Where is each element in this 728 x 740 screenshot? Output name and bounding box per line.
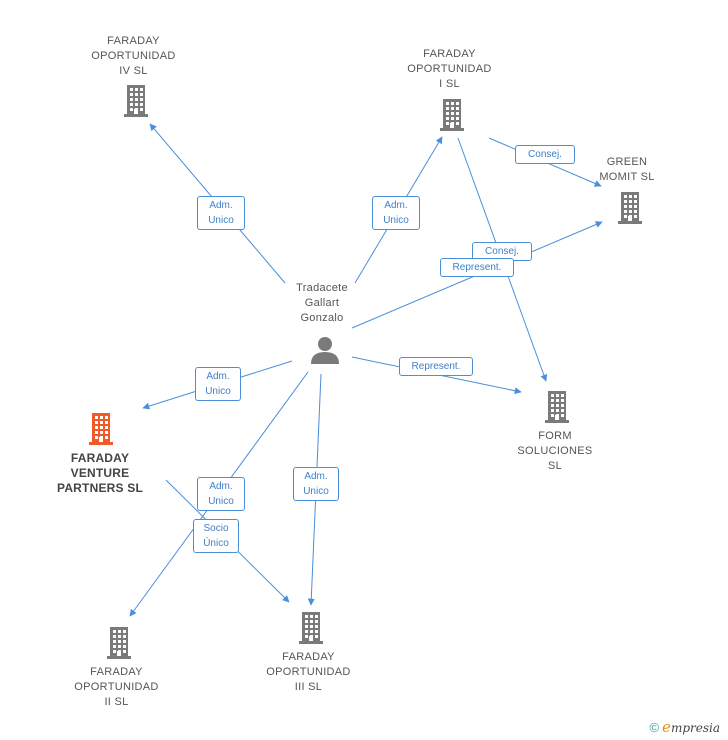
copyright-symbol: © <box>649 720 660 735</box>
building-icon-faraday-oportunidad-iv[interactable] <box>124 85 148 117</box>
building-icon-faraday-oportunidad-i[interactable] <box>440 99 464 131</box>
edge-label-adm-unico-fo4[interactable]: Adm. Unico <box>197 196 245 230</box>
node-label-form-soluciones[interactable]: FORM SOLUCIONES SL <box>517 430 593 472</box>
building-icon-faraday-venture-partners[interactable] <box>89 413 113 445</box>
edge-label-consej-fo1-green[interactable]: Consej. <box>515 145 575 164</box>
footer-brand: ©empresia <box>649 718 720 736</box>
building-icon-faraday-oportunidad-ii[interactable] <box>107 627 131 659</box>
brand-initial: e <box>662 718 671 736</box>
edge-label-adm-unico-fvp[interactable]: Adm. Unico <box>195 367 241 401</box>
brand-name: mpresia <box>670 721 720 735</box>
edge-label-adm-unico-fo3[interactable]: Adm. Unico <box>293 467 339 501</box>
node-label-person[interactable]: Tradacete Gallart Gonzalo <box>296 282 348 324</box>
edge-label-adm-unico-fo2[interactable]: Adm. Unico <box>197 477 245 511</box>
node-icons <box>89 85 642 659</box>
node-label-faraday-oportunidad-iii[interactable]: FARADAY OPORTUNIDAD III SL <box>266 651 351 693</box>
edge-label-socio-unico[interactable]: Socio Único <box>193 519 239 553</box>
person-icon-tradacete[interactable] <box>311 337 339 364</box>
edge-label-adm-unico-fo1[interactable]: Adm. Unico <box>372 196 420 230</box>
edge-label-represent-fo1-form[interactable]: Represent. <box>440 258 514 277</box>
edge-label-represent-person-form[interactable]: Represent. <box>399 357 473 376</box>
node-label-faraday-venture-partners[interactable]: FARADAY VENTURE PARTNERS SL <box>57 451 143 495</box>
building-icon-green-momit[interactable] <box>618 192 642 224</box>
building-icon-form-soluciones[interactable] <box>545 391 569 423</box>
node-label-faraday-oportunidad-ii[interactable]: FARADAY OPORTUNIDAD II SL <box>74 666 159 708</box>
node-label-faraday-oportunidad-iv[interactable]: FARADAY OPORTUNIDAD IV SL <box>91 35 176 77</box>
building-icon-faraday-oportunidad-iii[interactable] <box>299 612 323 644</box>
node-label-green-momit[interactable]: GREEN MOMIT SL <box>599 156 655 183</box>
brand-logo: empresia <box>662 718 720 736</box>
node-label-faraday-oportunidad-i[interactable]: FARADAY OPORTUNIDAD I SL <box>407 48 492 90</box>
